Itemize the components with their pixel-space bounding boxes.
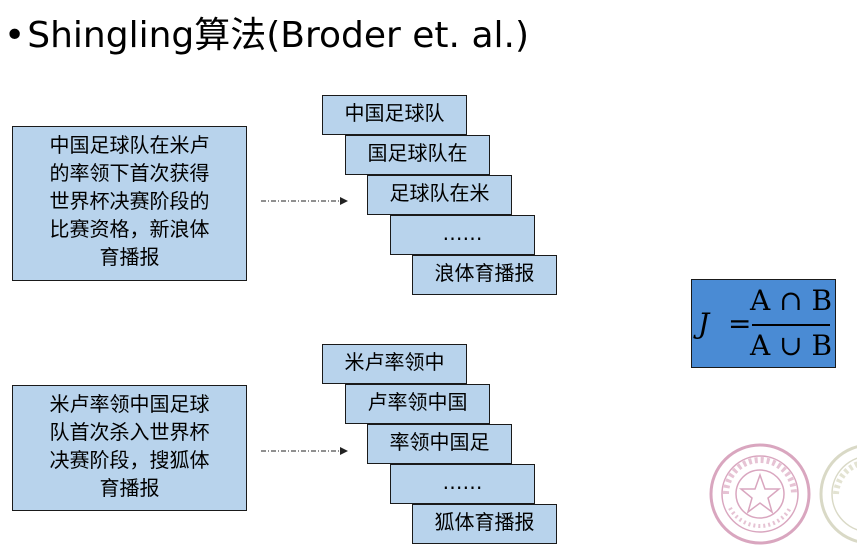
source-line: 的率领下首次获得 [49,161,210,185]
shingle-box: 浪体育播报 [412,255,557,295]
source-line: 比赛资格，新浪体 [49,217,210,241]
slide-title: •Shingling算法(Broder et. al.) [4,8,529,64]
source-line: 育播报 [99,245,160,269]
shingle-box: 率领中国足 [367,424,512,464]
title-cjk: 算法 [194,15,267,56]
seal-watermark-icon [709,443,811,545]
source-text-box-2: 米卢率领中国足球 队首次杀入世界杯 决赛阶段，搜狐体 育播报 [12,385,247,511]
title-suffix: (Broder et. al.) [266,15,529,56]
formula-numerator: A ∩ B [750,284,833,317]
shingle-box: 狐体育播报 [412,504,557,544]
shingle-box: …… [390,464,535,504]
arrow-2 [261,447,348,455]
formula-equals: = [728,307,752,340]
shingle-box: 足球队在米 [367,175,512,215]
title-prefix: Shingling [27,15,195,56]
arrow-1 [261,197,348,205]
source-text-box-1: 中国足球队在米卢 的率领下首次获得 世界杯决赛阶段的 比赛资格，新浪体 育播报 [12,126,247,281]
source-line: 中国足球队在米卢 [49,133,210,157]
jaccard-formula-box: J = A ∩ B A ∪ B [691,279,836,368]
source-line: 世界杯决赛阶段的 [49,189,210,213]
shingle-box: 卢率领中国 [345,384,490,424]
formula-lhs: J [698,307,710,340]
source-line: 决赛阶段，搜狐体 [49,448,210,472]
source-line: 米卢率领中国足球 [49,392,210,416]
shingle-box: 国足球队在 [345,135,490,175]
shingle-box: …… [390,215,535,255]
title-bullet: • [4,15,26,56]
shingle-box: 米卢率领中 [322,344,467,384]
seal-watermark-icon [819,445,857,543]
formula-fraction-bar [752,324,830,326]
formula-denominator: A ∪ B [750,329,833,362]
source-line: 队首次杀入世界杯 [49,420,210,444]
shingle-box: 中国足球队 [322,95,467,135]
source-line: 育播报 [99,476,160,500]
